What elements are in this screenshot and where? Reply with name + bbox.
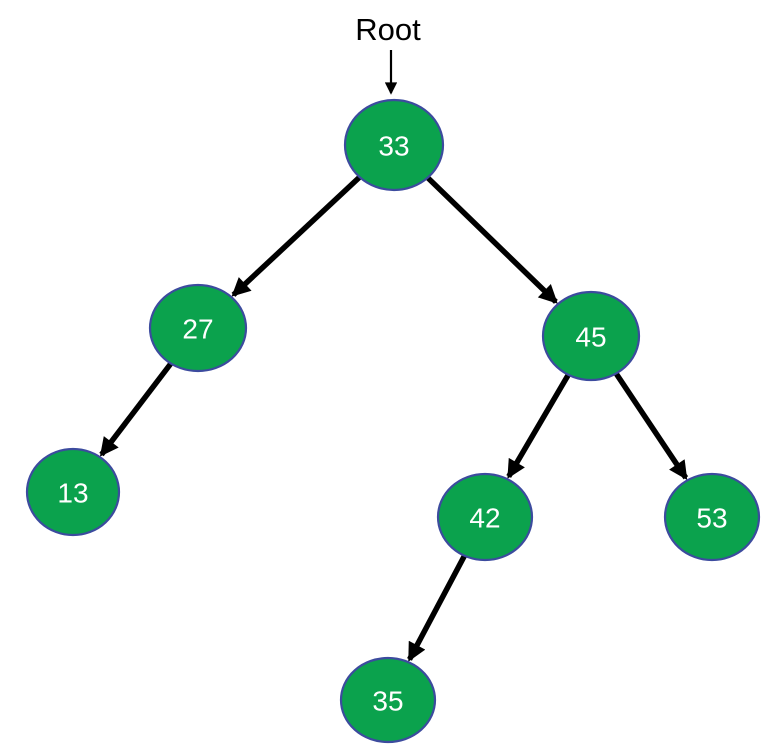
tree-node-35: 35	[339, 656, 437, 744]
tree-node-circle-35	[339, 656, 437, 744]
tree-node-circle-13	[25, 447, 121, 537]
tree-node-circle-27	[148, 283, 248, 373]
tree-edge-45-42-left	[506, 373, 571, 479]
tree-node-circle-33	[343, 98, 445, 192]
tree-node-circle-53	[663, 472, 761, 562]
tree-node-value-53: 53	[696, 503, 727, 534]
tree-edges	[99, 175, 689, 662]
tree-node-value-13: 13	[57, 478, 88, 509]
tree-node-circle-42	[436, 472, 534, 562]
tree-node-27: 27	[148, 283, 248, 373]
tree-edge-33-45-right	[425, 175, 558, 304]
tree-node-value-45: 45	[575, 322, 606, 353]
tree-edge-33-27-left	[231, 175, 362, 297]
tree-edge-42-35-left	[407, 554, 467, 662]
tree-node-value-27: 27	[182, 314, 213, 345]
tree-node-45: 45	[541, 290, 641, 382]
tree-node-value-33: 33	[378, 131, 409, 162]
tree-nodes: 33 27 45 13 42 53 35	[25, 98, 761, 744]
tree-node-circle-45	[541, 290, 641, 382]
tree-node-value-42: 42	[469, 503, 500, 534]
tree-node-value-35: 35	[372, 686, 403, 717]
tree-node-13: 13	[25, 447, 121, 537]
tree-node-53: 53	[663, 472, 761, 562]
root-label: Root	[355, 12, 421, 47]
tree-edge-45-53-right	[613, 371, 689, 480]
tree-edge-27-13-left	[99, 361, 174, 457]
tree-node-33: 33	[343, 98, 445, 192]
tree-node-42: 42	[436, 472, 534, 562]
